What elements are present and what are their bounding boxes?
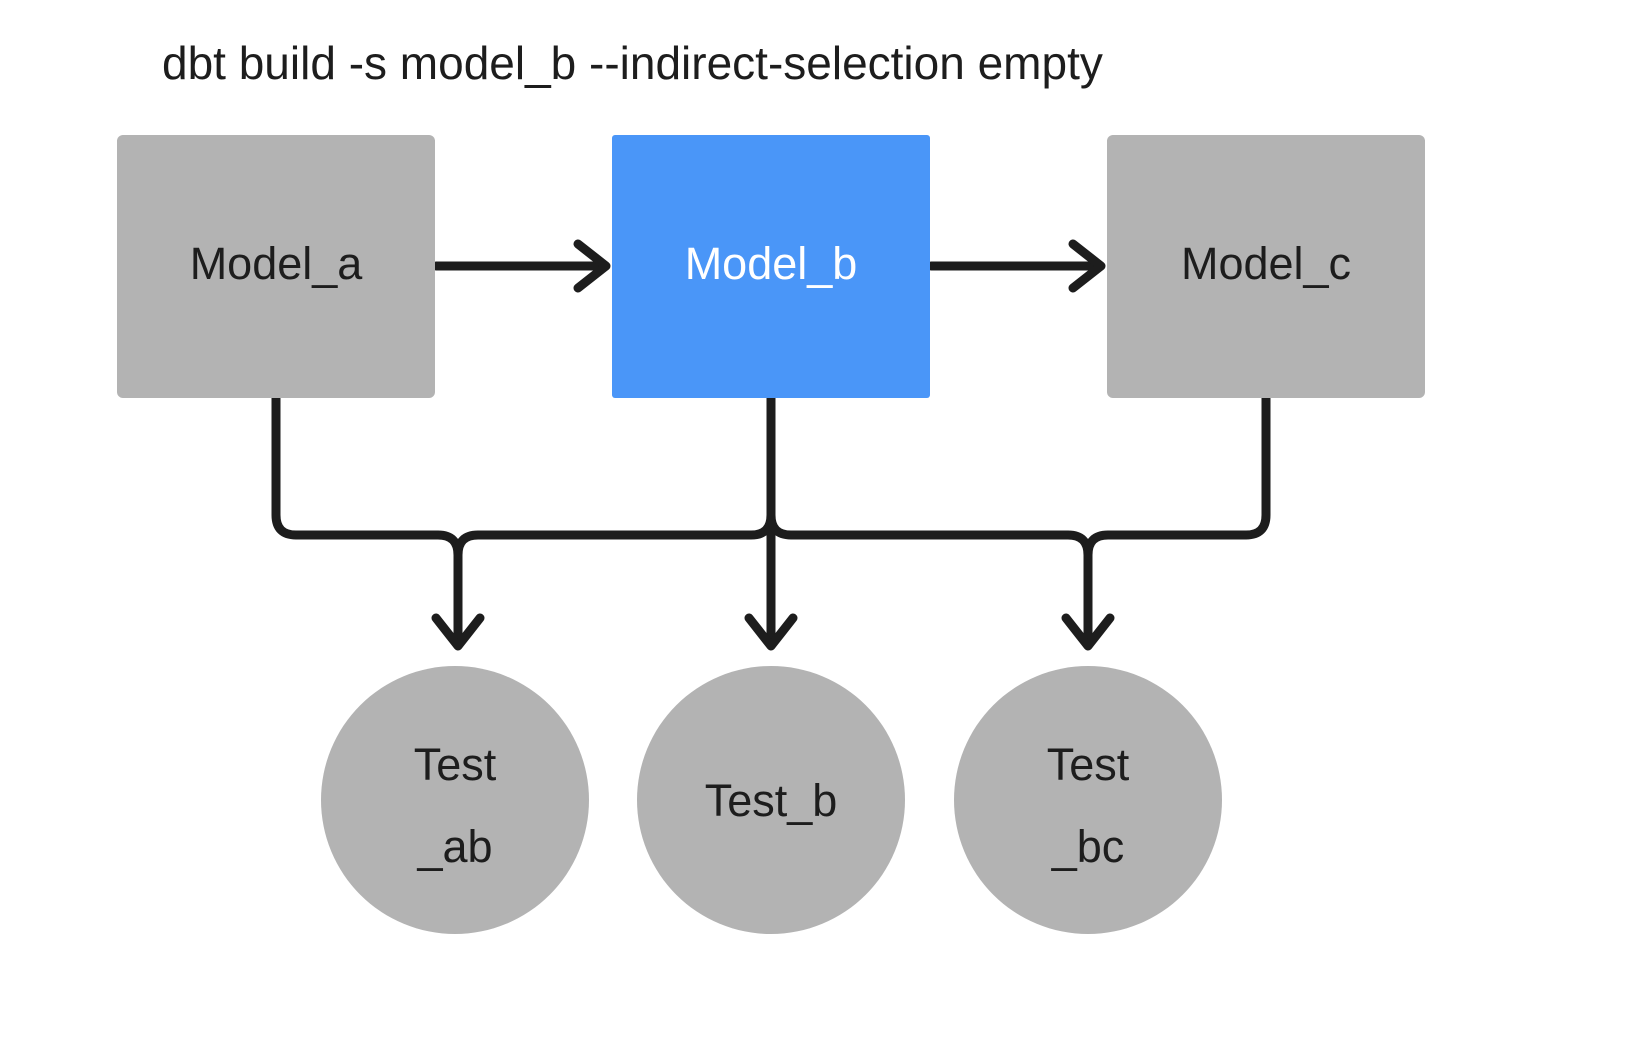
model-node-model_c[interactable]: Model_c (1107, 135, 1425, 398)
diagram-title: dbt build -s model_b --indirect-selectio… (162, 37, 1103, 89)
edge-model-c-to-test-bc (1083, 393, 1271, 560)
edge-model-a-to-model-b (431, 239, 611, 293)
test_ab-label-line2: _ab (416, 821, 492, 872)
model_c-label: Model_c (1181, 238, 1351, 289)
test_ab-label-line1: Test (414, 739, 497, 790)
model_b-shape[interactable] (612, 135, 930, 398)
test_bc-label-line1: Test (1047, 739, 1130, 790)
model_c-shape[interactable] (1107, 135, 1425, 398)
edge-model-b-to-test-bc (766, 393, 1115, 651)
test_bc-shape[interactable] (954, 666, 1222, 934)
model-node-model_a[interactable]: Model_a (117, 135, 435, 398)
edge-layer (271, 239, 1271, 651)
model_a-label: Model_a (190, 238, 364, 289)
edge-model-a-to-test-ab (271, 393, 485, 651)
test-node-test_ab[interactable]: Test _ab (321, 666, 589, 934)
test_ab-shape[interactable] (321, 666, 589, 934)
test_b-label-line1: Test_b (705, 775, 838, 826)
edge-model-b-to-test-ab (453, 393, 776, 560)
model-node-model_b[interactable]: Model_b (612, 135, 930, 398)
test-node-test_b[interactable]: Test_b (637, 666, 905, 934)
test_b-shape[interactable] (637, 666, 905, 934)
model_b-label: Model_b (685, 238, 858, 289)
model_a-shape[interactable] (117, 135, 435, 398)
edge-model-b-to-model-c (926, 239, 1106, 293)
test_bc-label-line2: _bc (1051, 821, 1125, 872)
test-node-test_bc[interactable]: Test _bc (954, 666, 1222, 934)
